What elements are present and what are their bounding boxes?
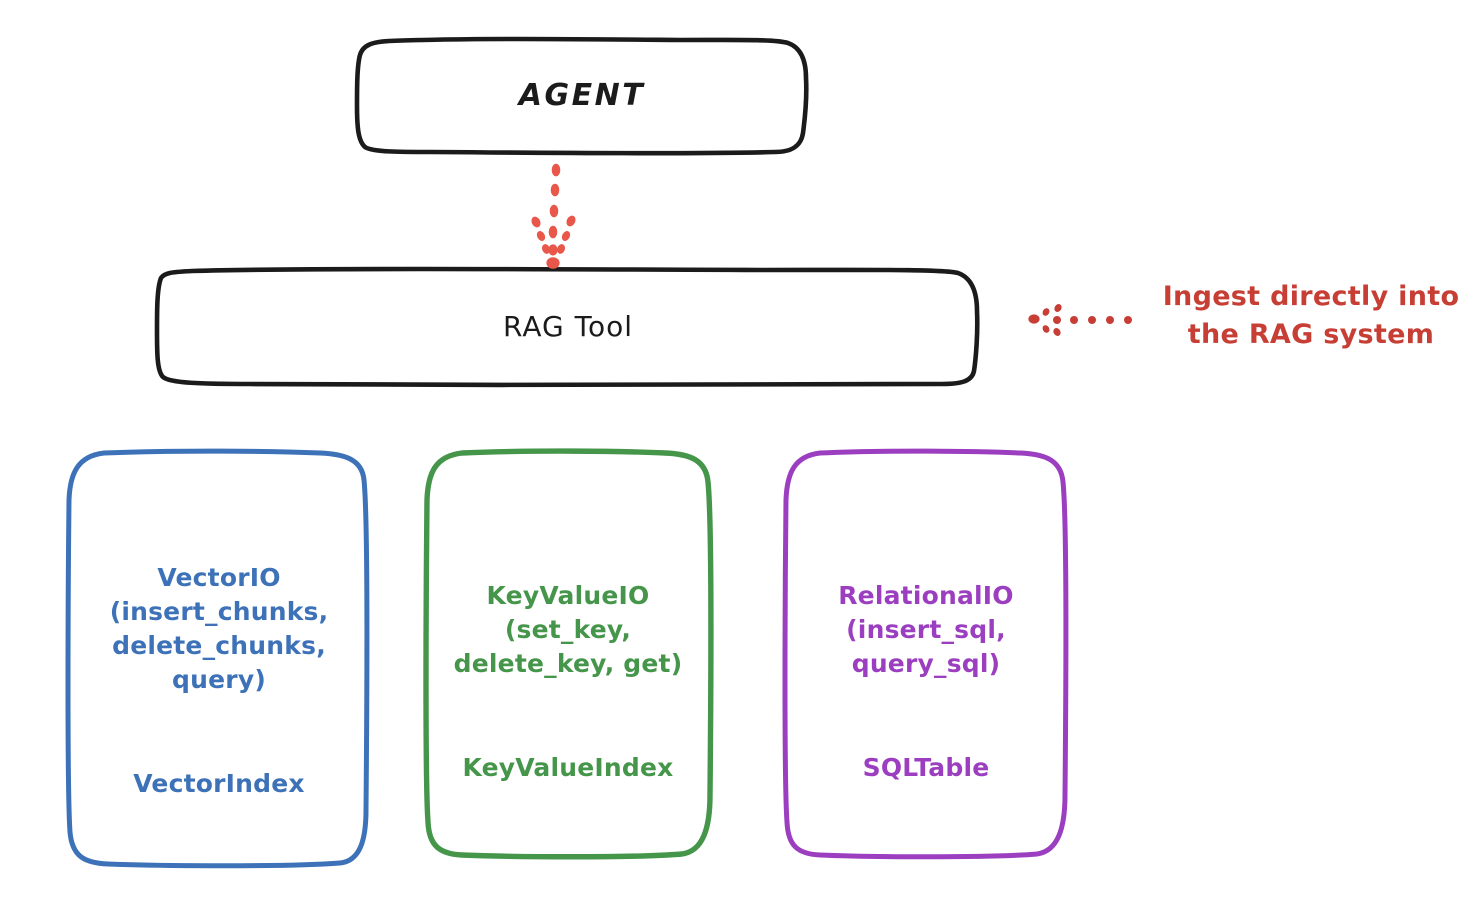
relational-store-api-text: RelationalIO (insert_sql, query_sql) <box>838 581 1014 678</box>
ingest-annotation-text: Ingest directly into the RAG system <box>1162 281 1460 351</box>
agent-to-rag-arrow <box>531 163 576 269</box>
keyvalue-store-api-text: KeyValueIO (set_key, delete_key, get) <box>453 581 683 678</box>
vector-store-api-text: VectorIO (insert_chunks, delete_chunks, … <box>109 563 329 694</box>
relational-store-index-text: SQLTable <box>862 753 990 783</box>
rag-tool-label: RAG Tool <box>503 309 633 343</box>
relational-store-label: RelationalIO (insert_sql, query_sql) SQL… <box>782 545 1070 819</box>
keyvalue-store-index-text: KeyValueIndex <box>462 753 674 783</box>
agent-label: AGENT <box>518 77 646 113</box>
vector-store-index-text: VectorIndex <box>133 769 305 799</box>
ingest-arrow <box>1028 304 1132 336</box>
vector-store-label: VectorIO (insert_chunks, delete_chunks, … <box>70 527 368 835</box>
keyvalue-store-label: KeyValueIO (set_key, delete_key, get) Ke… <box>420 545 716 819</box>
